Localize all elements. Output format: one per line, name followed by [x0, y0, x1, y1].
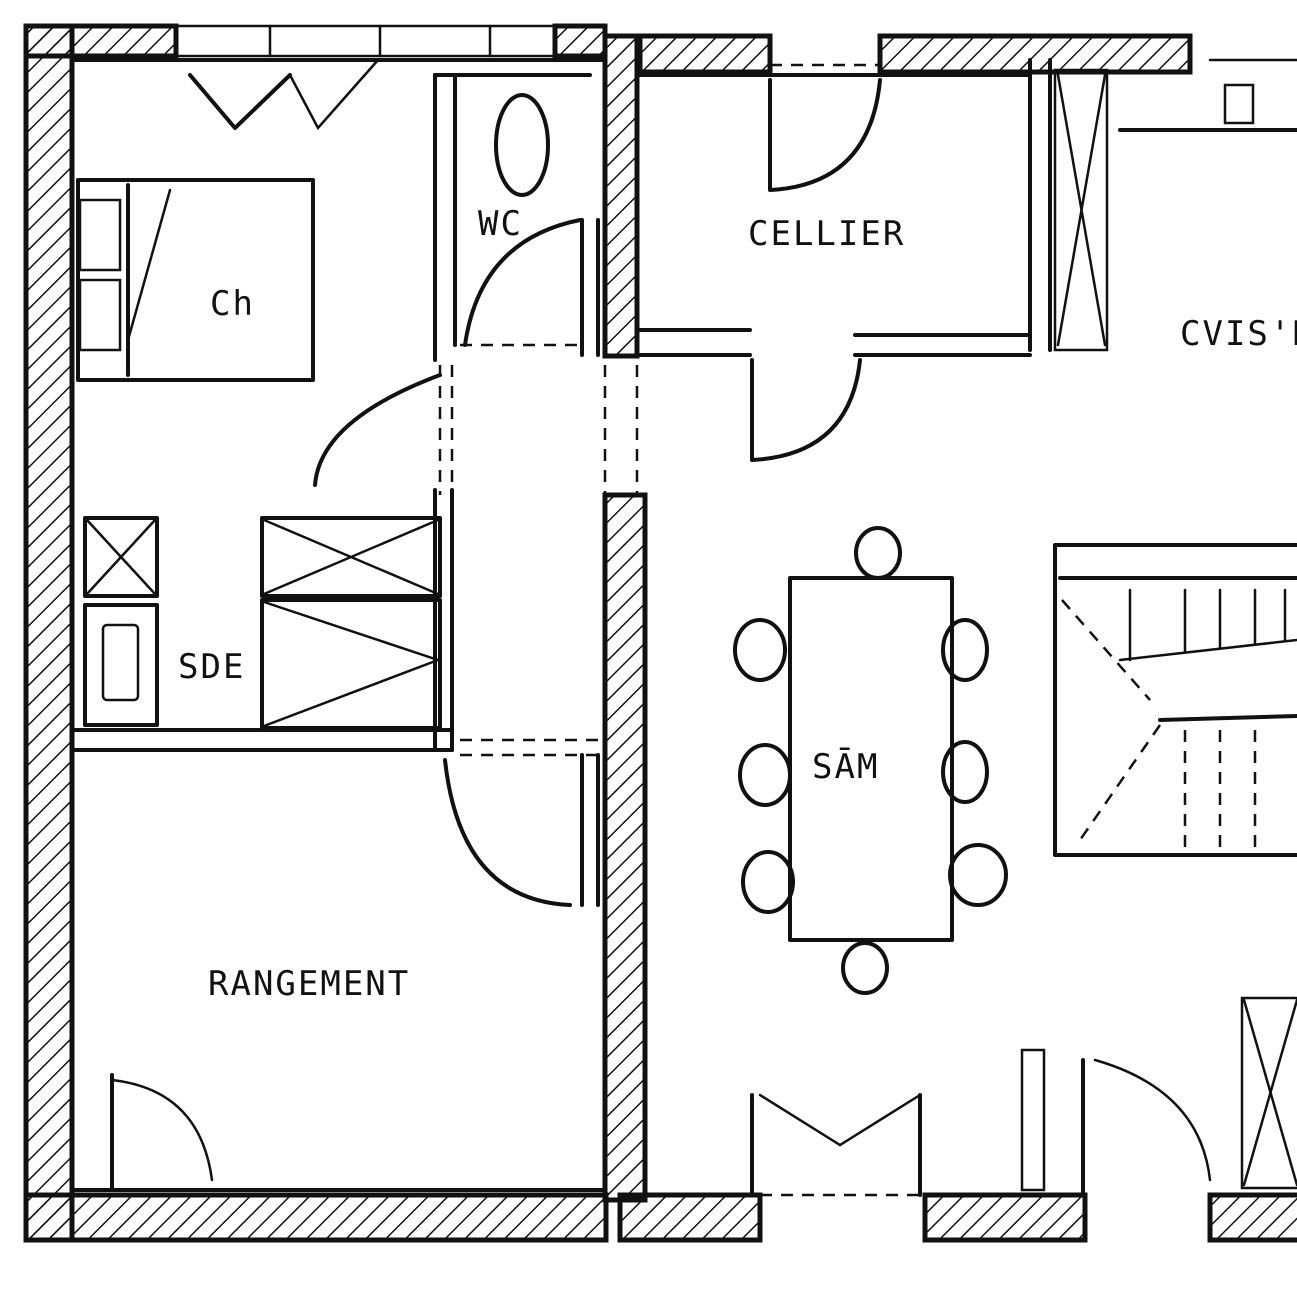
openings [438, 63, 920, 1197]
label-rangement: RANGEMENT [208, 964, 410, 1004]
chair-right-2 [941, 740, 989, 804]
sde-cabinet [83, 516, 159, 598]
chair-bottom [841, 941, 889, 995]
label-sam: SĀM [812, 747, 879, 787]
cabinet-bottom-right [1240, 996, 1297, 1190]
central-wall-upper [602, 33, 640, 359]
wall-left [23, 23, 75, 1243]
label-cuisine: CVIS'N [1180, 314, 1297, 354]
staircase [1053, 543, 1297, 857]
doors [110, 58, 1212, 1182]
door-rangement-arc [443, 758, 572, 907]
chair-left-2 [738, 743, 792, 807]
wall-bottom-right [922, 1192, 1088, 1243]
label-wc: WC [478, 204, 523, 244]
chair-left-1 [733, 618, 787, 682]
interior-partitions [70, 58, 1297, 1197]
sde-shower [260, 516, 442, 598]
window-top-left [174, 24, 557, 58]
bed [76, 178, 315, 382]
door-entry-double [758, 1093, 922, 1147]
central-wall-lower [602, 492, 648, 1203]
wall-top-cellier [637, 33, 773, 75]
chair-right-1 [941, 618, 989, 682]
label-cellier: CELLIER [748, 214, 905, 254]
sde-vanity [83, 603, 159, 727]
toilet [494, 93, 550, 197]
door-wc-arc [463, 218, 582, 347]
room-labels: Ch WC CELLIER CVIS'N SDE SĀM RANGEMENT [178, 204, 1297, 1004]
central-wall [602, 33, 648, 1203]
exterior-walls [23, 23, 1297, 1243]
label-sde: SDE [178, 647, 245, 687]
door-chambre-top-right [288, 58, 380, 131]
door-cellier-bottom-arc [750, 358, 862, 462]
wall-top-left [23, 23, 179, 59]
door-right-arc [1093, 1058, 1212, 1182]
furniture [76, 93, 1297, 1190]
chair-right-3 [948, 843, 1008, 907]
chair-left-3 [741, 850, 795, 914]
wall-top-mid [552, 23, 608, 59]
sde-bathtub [260, 598, 442, 730]
door-chambre-arc [313, 373, 442, 487]
label-chambre: Ch [210, 284, 255, 324]
wall-bottom-far-right [1207, 1192, 1297, 1243]
door-rangement-bottom-arc [110, 1078, 214, 1182]
door-chambre-top [188, 73, 292, 130]
wall-bottom-left [23, 1192, 609, 1243]
chair-top [854, 526, 902, 580]
door-cellier-arc [768, 78, 882, 192]
wall-top-right [877, 33, 1193, 75]
